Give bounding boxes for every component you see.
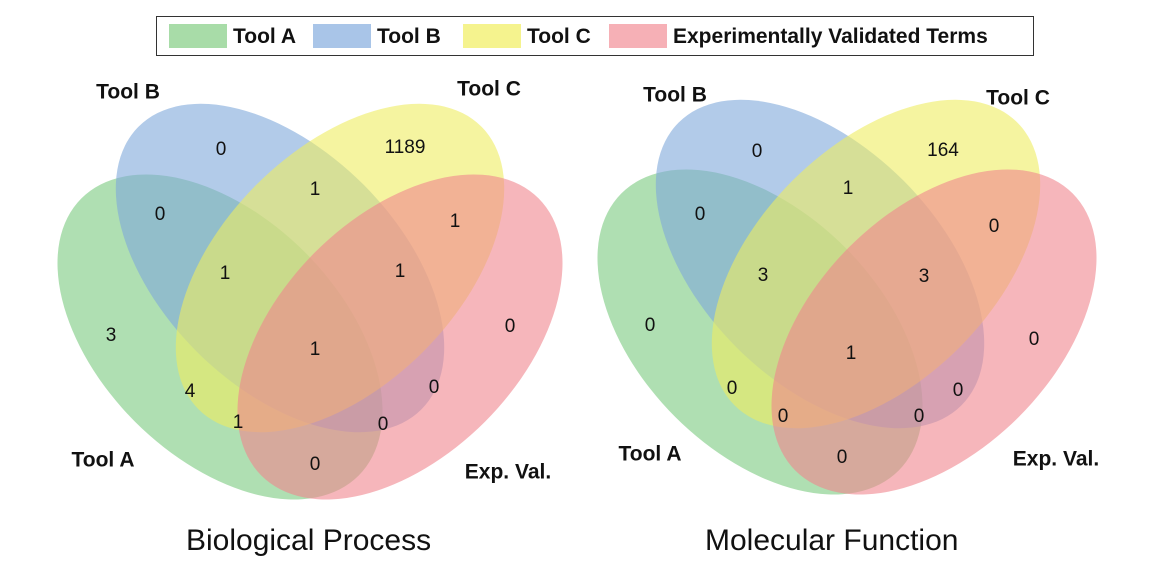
region-ae: 0 [310, 454, 321, 475]
region-b-only: 0 [752, 141, 763, 162]
region-abe: 0 [378, 414, 389, 435]
region-c-only: 1189 [385, 137, 426, 158]
region-ab: 0 [155, 204, 166, 225]
ellipse-exp-val [771, 169, 1097, 495]
region-abce: 1 [310, 339, 321, 360]
legend-swatch-tool-c [463, 24, 521, 48]
legend: Tool A Tool B Tool C Experimentally Vali… [156, 16, 1034, 56]
region-ce: 1 [450, 211, 461, 232]
legend-label-tool-a: Tool A [233, 25, 296, 48]
region-ce: 0 [989, 216, 1000, 237]
caption-molecular-function: Molecular Function [705, 524, 959, 557]
region-ac: 0 [727, 378, 738, 399]
caption-biological-process: Biological Process [186, 524, 432, 557]
set-label-exp-val: Exp. Val. [465, 461, 551, 484]
set-label-tool-a: Tool A [619, 443, 682, 466]
region-abc: 1 [220, 263, 231, 284]
region-ace: 1 [233, 412, 244, 433]
region-abce: 1 [846, 343, 857, 364]
region-abc: 3 [758, 265, 769, 286]
region-c-only: 164 [927, 140, 959, 161]
region-bc: 1 [843, 178, 854, 199]
region-e-only: 0 [1029, 329, 1040, 350]
venn-biological-process: Tool B Tool C Tool A Exp. Val. 0 1189 1 … [57, 78, 563, 500]
region-bc: 1 [310, 179, 321, 200]
set-label-tool-b: Tool B [96, 81, 160, 104]
legend-label-exp-val: Experimentally Validated Terms [673, 25, 988, 48]
region-e-only: 0 [505, 316, 516, 337]
region-ace: 0 [778, 406, 789, 427]
legend-swatch-exp-val [609, 24, 667, 48]
region-bce: 1 [395, 261, 406, 282]
ellipse-exp-val [237, 174, 563, 500]
region-ae: 0 [837, 447, 848, 468]
legend-label-tool-c: Tool C [527, 25, 591, 48]
legend-swatch-tool-a [169, 24, 227, 48]
legend-swatch-tool-b [313, 24, 371, 48]
legend-label-tool-b: Tool B [377, 25, 441, 48]
region-ab: 0 [695, 204, 706, 225]
set-label-tool-a: Tool A [72, 449, 135, 472]
set-label-tool-c: Tool C [457, 78, 521, 101]
region-a-only: 3 [106, 325, 117, 346]
region-ac: 4 [185, 381, 196, 402]
set-label-tool-b: Tool B [643, 84, 707, 107]
set-label-tool-c: Tool C [986, 87, 1050, 110]
venn-molecular-function: Tool B Tool C Tool A Exp. Val. 0 164 1 0… [597, 84, 1099, 495]
region-be: 0 [429, 377, 440, 398]
region-be: 0 [953, 380, 964, 401]
set-label-exp-val: Exp. Val. [1013, 448, 1099, 471]
region-b-only: 0 [216, 139, 227, 160]
region-bce: 3 [919, 266, 930, 287]
region-abe: 0 [914, 406, 925, 427]
region-a-only: 0 [645, 315, 656, 336]
